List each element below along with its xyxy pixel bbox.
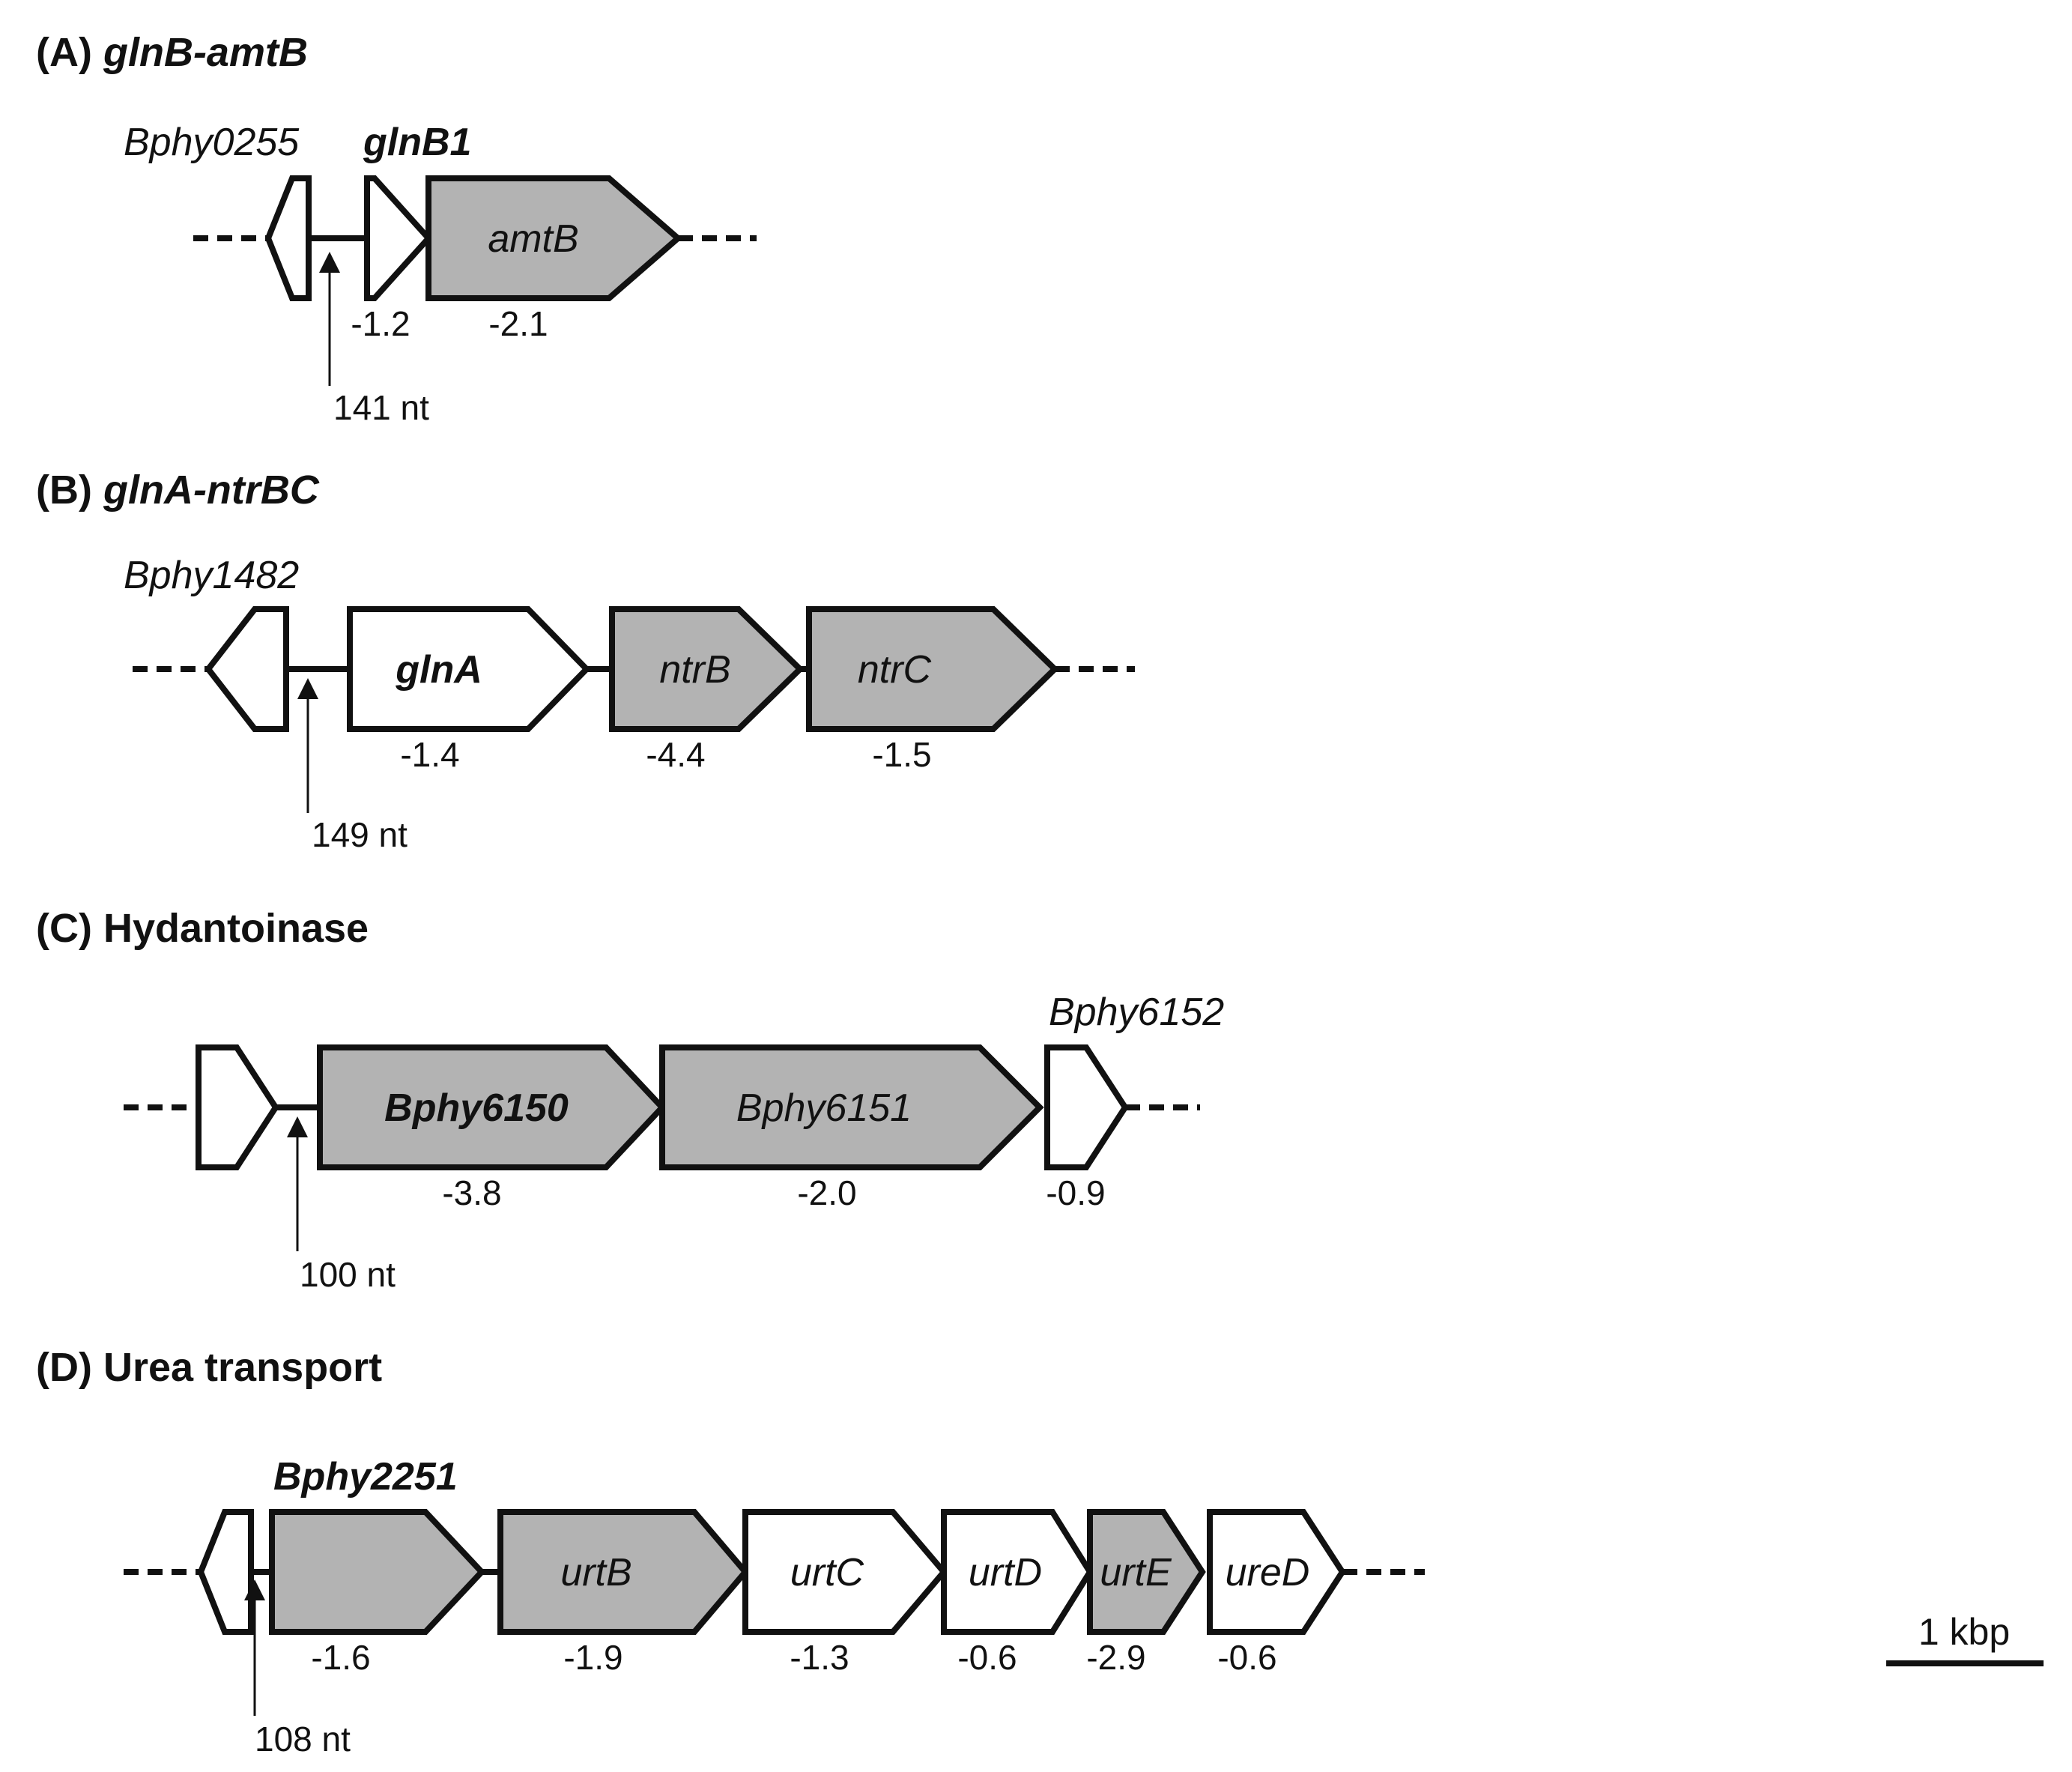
panel-b: (B) glnA-ntrBC Bphy1482 glnA -1.4 ntrB -4.4 nt… bbox=[36, 468, 1135, 854]
gene-label-urtb: urtB bbox=[560, 1551, 631, 1594]
fold-change-amtb: -2.1 bbox=[488, 304, 548, 343]
fold-change-ntrc: -1.5 bbox=[872, 735, 931, 774]
panel-letter: (C) bbox=[36, 906, 103, 951]
gene-label-amtb: amtB bbox=[488, 217, 578, 261]
gene-label-bphy0255: Bphy0255 bbox=[124, 121, 300, 164]
panel-title: (D) Urea transport bbox=[36, 1345, 382, 1390]
fold-change-glnb1: -1.2 bbox=[351, 304, 410, 343]
gene-arrow-bphy0255 bbox=[264, 175, 312, 301]
gene-label-bphy6151: Bphy6151 bbox=[736, 1086, 912, 1130]
promoter-arrowhead-icon bbox=[319, 252, 340, 273]
gene-arrow-bphy6150 bbox=[317, 1044, 667, 1170]
gene-label-bphy6152: Bphy6152 bbox=[1049, 991, 1224, 1034]
fold-change-bphy6150: -3.8 bbox=[442, 1173, 501, 1212]
gene-label-bphy2251: Bphy2251 bbox=[273, 1455, 458, 1499]
gene-arrow-orf-0 bbox=[196, 1044, 279, 1170]
gene-arrow-amtb bbox=[425, 175, 683, 301]
panel-letter: (B) bbox=[36, 468, 103, 512]
gene-arrow-urtc bbox=[742, 1509, 948, 1635]
gene-label-glnb1: glnB1 bbox=[363, 121, 471, 164]
promoter-distance: 108 nt bbox=[255, 1720, 351, 1759]
promoter-distance: 100 nt bbox=[300, 1255, 396, 1294]
gene-label-glna: glnA bbox=[395, 648, 482, 692]
gene-arrow-urtb bbox=[497, 1509, 750, 1635]
panel-name: Urea transport bbox=[103, 1345, 382, 1390]
gene-label-bphy1482: Bphy1482 bbox=[124, 554, 299, 597]
fold-change-urtc: -1.3 bbox=[790, 1638, 849, 1677]
panel-a: (A) glnB-amtB Bphy0255 glnB1 -1.2 amtB -2.1 14… bbox=[36, 30, 757, 427]
gene-label-ured: ureD bbox=[1226, 1551, 1310, 1594]
gene-arrow-glnb1 bbox=[364, 175, 433, 301]
promoter-arrowhead-icon bbox=[287, 1116, 308, 1137]
promoter-distance: 149 nt bbox=[312, 815, 408, 854]
fold-change-ured: -0.6 bbox=[1217, 1638, 1276, 1677]
gene-arrow-ntrc bbox=[806, 606, 1059, 732]
gene-label-urtd: urtD bbox=[969, 1551, 1042, 1594]
panel-name: glnB-amtB bbox=[103, 30, 308, 75]
gene-arrow-bphy1482 bbox=[204, 606, 289, 732]
gene-arrow-urte bbox=[1087, 1509, 1206, 1635]
panel-title: (C) Hydantoinase bbox=[36, 906, 369, 951]
gene-arrow-bphy2251 bbox=[269, 1509, 486, 1635]
gene-arrow-orf-0 bbox=[197, 1509, 254, 1635]
fold-change-bphy2251: -1.6 bbox=[311, 1638, 370, 1677]
gene-label-ntrc: ntrC bbox=[858, 648, 932, 692]
scale-bar: 1 kbp bbox=[1886, 1611, 2044, 1666]
gene-arrow-urtd bbox=[941, 1509, 1094, 1635]
promoter-arrowhead-icon bbox=[297, 678, 318, 699]
promoter-distance: 141 nt bbox=[333, 388, 429, 427]
scale-bar-label: 1 kbp bbox=[1918, 1611, 2010, 1653]
promoter-arrowhead-icon bbox=[244, 1579, 265, 1600]
panel-letter: (D) bbox=[36, 1345, 103, 1390]
gene-arrow-bphy6151 bbox=[659, 1044, 1044, 1170]
panel-letter: (A) bbox=[36, 30, 103, 75]
gene-arrow-ured bbox=[1207, 1509, 1346, 1635]
fold-change-bphy6152: -0.9 bbox=[1046, 1173, 1105, 1212]
gene-arrow-ntrb bbox=[609, 606, 805, 732]
fold-change-urtd: -0.6 bbox=[957, 1638, 1017, 1677]
gene-label-ntrb: ntrB bbox=[659, 648, 730, 692]
fold-change-glna: -1.4 bbox=[400, 735, 459, 774]
fold-change-ntrb: -4.4 bbox=[646, 735, 705, 774]
gene-arrow-glna bbox=[347, 606, 591, 732]
panel-name: Hydantoinase bbox=[103, 906, 369, 951]
gene-arrow-bphy6152 bbox=[1044, 1044, 1129, 1170]
panel-name: glnA-ntrBC bbox=[103, 468, 320, 512]
panel-title: (A) glnB-amtB bbox=[36, 30, 308, 75]
gene-label-urte: urtE bbox=[1100, 1551, 1172, 1594]
gene-label-bphy6150: Bphy6150 bbox=[384, 1086, 569, 1130]
panel-title: (B) glnA-ntrBC bbox=[36, 468, 320, 512]
fold-change-bphy6151: -2.0 bbox=[797, 1173, 856, 1212]
fold-change-urte: -2.9 bbox=[1086, 1638, 1145, 1677]
fold-change-urtb: -1.9 bbox=[563, 1638, 622, 1677]
gene-label-urtc: urtC bbox=[790, 1551, 864, 1594]
